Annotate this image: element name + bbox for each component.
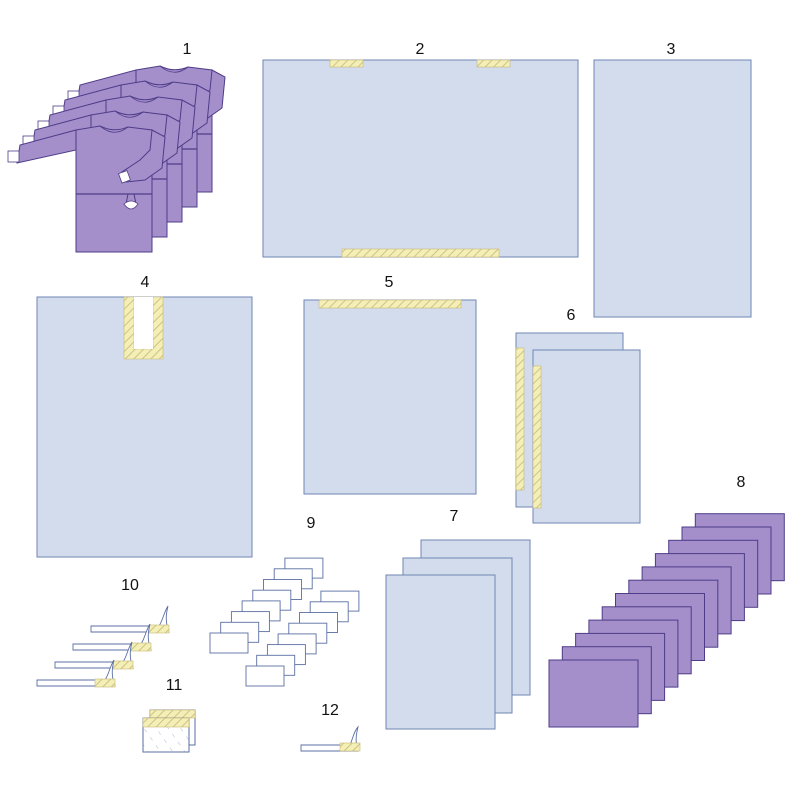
label-card: [209, 632, 249, 654]
adhesive-tape: [532, 365, 542, 509]
item-number-1: 1: [183, 41, 192, 58]
adhesive-strip-12: [300, 725, 361, 752]
adhesive-tape: [329, 59, 364, 68]
drapes-7: [385, 539, 531, 730]
adhesive-tab: [130, 642, 152, 652]
item-number-10: 10: [121, 577, 139, 594]
towel: [548, 659, 639, 728]
item-number-5: 5: [385, 274, 394, 291]
drape-3: [593, 59, 752, 318]
item-number-6: 6: [567, 307, 576, 324]
gown-tie: [123, 200, 139, 210]
drape-2: [262, 59, 579, 258]
adhesive-tab: [94, 678, 116, 688]
drape-5: [303, 299, 477, 495]
adhesive-strip: [36, 659, 116, 688]
adhesive-tape: [515, 347, 525, 491]
drapes-6: [515, 332, 641, 524]
item-number-9: 9: [307, 515, 316, 532]
item-number-2: 2: [416, 41, 425, 58]
label-cards-9: [209, 557, 360, 687]
adhesive-tape: [476, 59, 511, 68]
item-number-7: 7: [450, 508, 459, 525]
gown-cuff: [118, 170, 131, 184]
item-number-8: 8: [737, 474, 746, 491]
adhesive-strip: [90, 605, 170, 634]
towels-8: [548, 513, 785, 728]
pockets-11: [142, 709, 196, 753]
surgical-gowns: [7, 65, 226, 253]
label-card: [245, 665, 285, 687]
gown-cuff: [7, 150, 20, 163]
adhesive-tape: [318, 299, 462, 309]
item-number-3: 3: [667, 41, 676, 58]
item-number-12: 12: [321, 702, 339, 719]
u-drape-4: [36, 296, 253, 558]
surgical-gown: [7, 125, 166, 253]
adhesive-tab: [112, 660, 134, 670]
adhesive-tape: [341, 248, 500, 258]
item-number-4: 4: [141, 274, 150, 291]
adhesive-tab: [148, 624, 170, 634]
item-number-11: 11: [166, 677, 183, 694]
adhesive-strips-10: [36, 605, 170, 688]
